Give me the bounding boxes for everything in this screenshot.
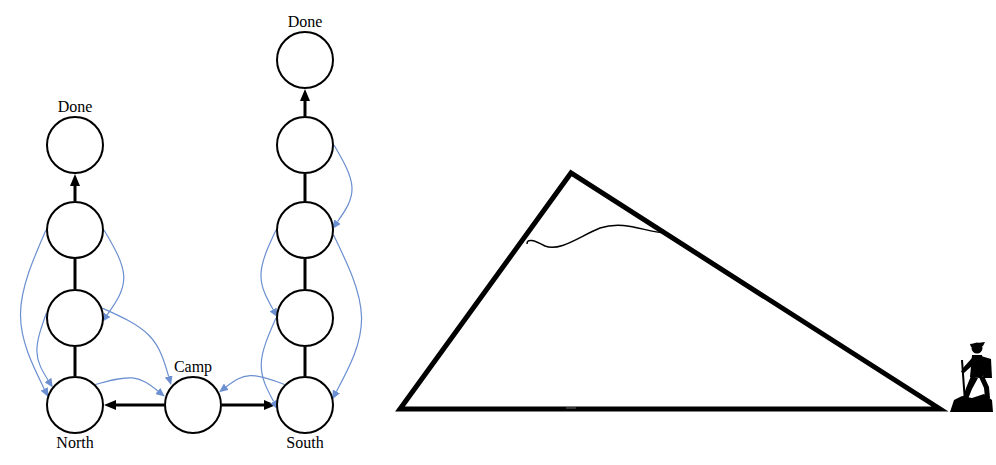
transition-line: [222, 404, 264, 407]
state-circle: [276, 116, 334, 174]
transition-arc: [261, 230, 276, 309]
state-circle: [46, 201, 104, 259]
state-circle: [46, 289, 104, 347]
transition-line: [74, 259, 77, 289]
state-circle: North: [46, 376, 104, 434]
state-label: Done: [56, 98, 95, 116]
transition-arc: [102, 308, 168, 376]
transition-line: [304, 101, 307, 116]
state-label: Camp: [172, 358, 214, 376]
transition-line: [74, 347, 77, 376]
transition-line: [304, 259, 307, 289]
transition-arc: [96, 378, 158, 391]
state-circle: Done: [46, 116, 104, 174]
snow-line: [527, 225, 665, 247]
transition-line: [304, 347, 307, 376]
state-label: North: [54, 434, 95, 452]
transition-line: [74, 186, 77, 201]
hiker-silhouette: [950, 342, 993, 412]
state-label: Done: [286, 13, 325, 31]
state-label: South: [284, 434, 325, 452]
transition-arc: [226, 376, 284, 387]
transition-arc: [261, 318, 276, 401]
transition-line: [116, 404, 164, 407]
state-circle: South: [276, 376, 334, 434]
state-circle: [276, 289, 334, 347]
transition-arc: [334, 145, 352, 222]
state-circle: [276, 201, 334, 259]
mountain-triangle: [400, 173, 940, 409]
state-circle: Done: [276, 31, 334, 89]
state-circle: Camp: [164, 376, 222, 434]
transition-arc: [104, 230, 124, 315]
transition-arc: [20, 230, 46, 389]
transition-arc: [334, 235, 362, 391]
transition-line: [304, 174, 307, 201]
base-tick: [566, 407, 576, 409]
